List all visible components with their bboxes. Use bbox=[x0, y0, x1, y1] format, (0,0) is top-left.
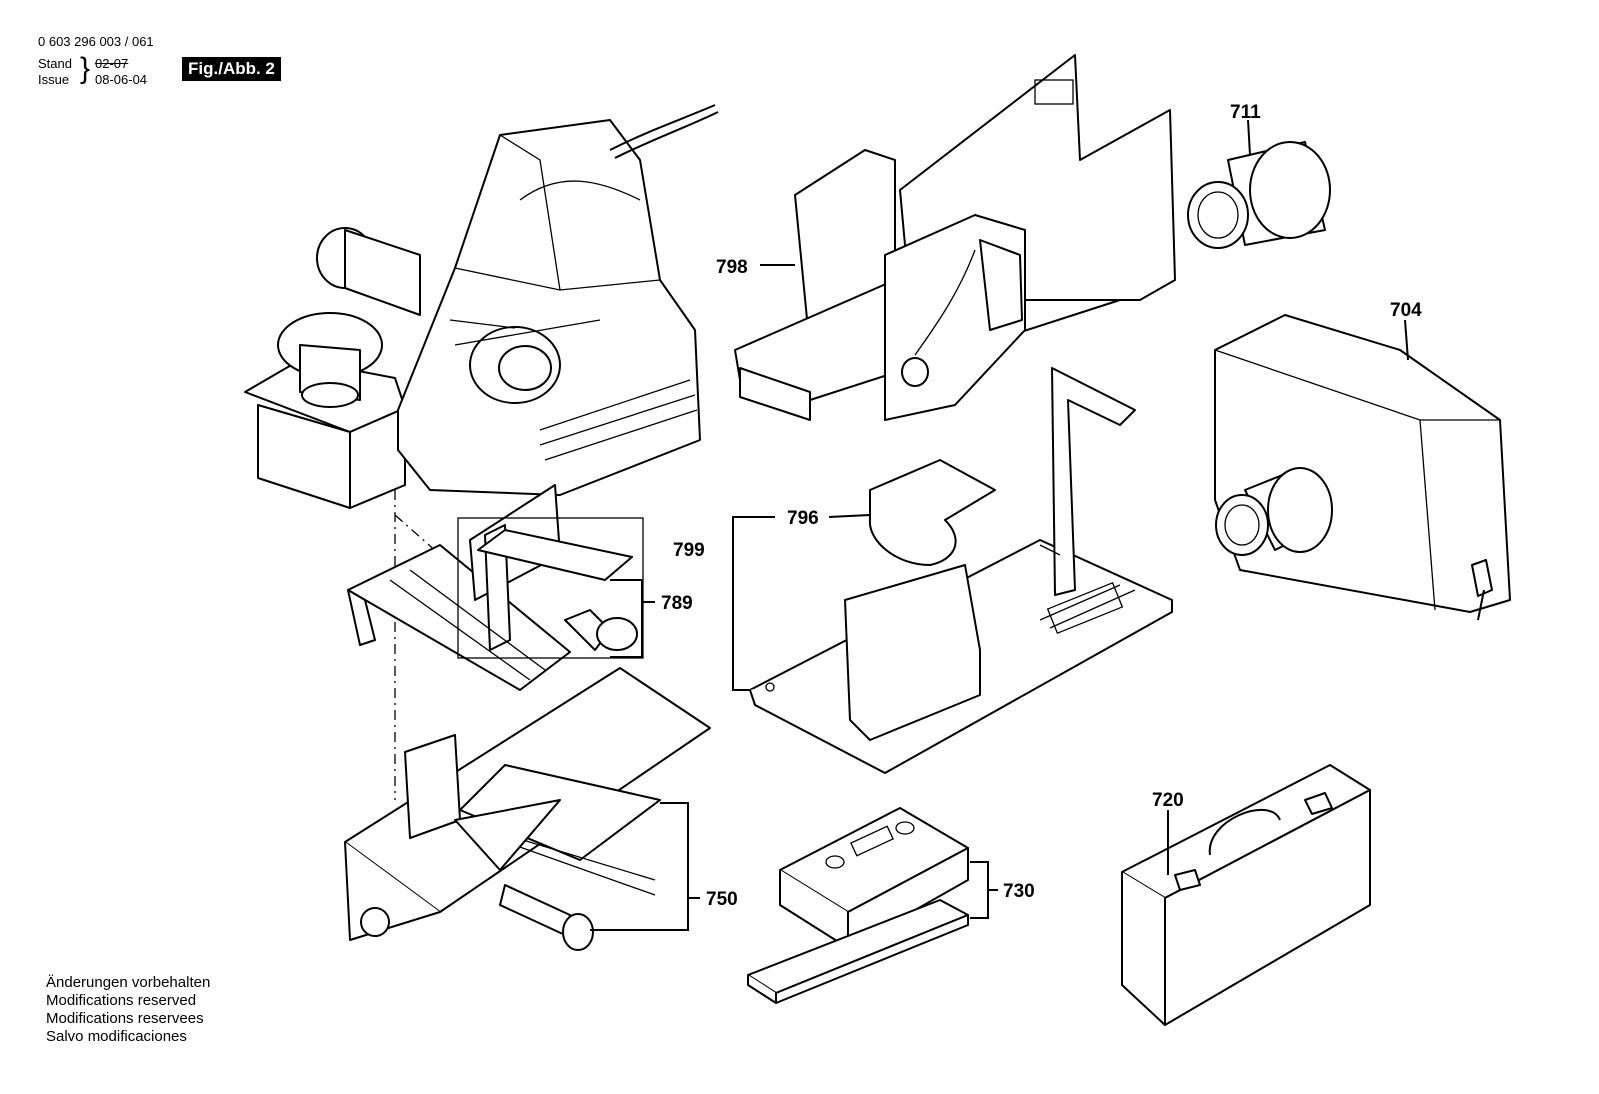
fence-table-illustration bbox=[734, 54, 1176, 421]
bracket-789 bbox=[610, 579, 643, 658]
bevel-guide-illustration bbox=[344, 667, 711, 951]
callout-798: 798 bbox=[716, 257, 748, 278]
stand-date: 02-07 bbox=[95, 56, 129, 71]
brace-symbol: } bbox=[80, 52, 91, 85]
note-french: Modifications reservees bbox=[46, 1010, 204, 1027]
callout-720: 720 bbox=[1152, 790, 1184, 811]
document-number: 0 603 296 003 / 061 bbox=[38, 34, 154, 49]
note-english: Modifications reserved bbox=[46, 992, 197, 1009]
bracket-750 bbox=[590, 802, 689, 931]
note-german: Änderungen vorbehalten bbox=[46, 974, 211, 991]
note-spanish: Salvo modificaciones bbox=[46, 1028, 187, 1045]
dust-bag-illustration bbox=[1214, 314, 1511, 621]
callout-711: 711 bbox=[1230, 102, 1261, 123]
modification-notes: Änderungen vorbehalten Modifications res… bbox=[46, 974, 210, 1046]
callout-796: 796 bbox=[787, 508, 819, 529]
carrying-case-illustration bbox=[1121, 764, 1371, 1026]
callout-799: 799 bbox=[673, 540, 705, 561]
callout-730: 730 bbox=[1003, 881, 1035, 902]
figure-badge: Fig./Abb. 2 bbox=[182, 57, 281, 81]
callout-789: 789 bbox=[661, 593, 693, 614]
issue-date: 08-06-04 bbox=[95, 72, 148, 87]
callout-750: 750 bbox=[706, 889, 738, 910]
dust-adapter-illustration bbox=[1187, 141, 1331, 249]
case-insert-illustration bbox=[747, 807, 969, 1004]
callout-704: 704 bbox=[1390, 300, 1422, 321]
parallel-guide-illustration bbox=[347, 484, 644, 691]
leader-711 bbox=[1247, 119, 1251, 156]
stand-label: Stand bbox=[38, 56, 72, 71]
bench-stand-illustration bbox=[749, 367, 1173, 774]
issue-label: Issue bbox=[38, 72, 70, 87]
planer-illustration bbox=[244, 104, 719, 509]
leader-704 bbox=[1404, 319, 1409, 361]
